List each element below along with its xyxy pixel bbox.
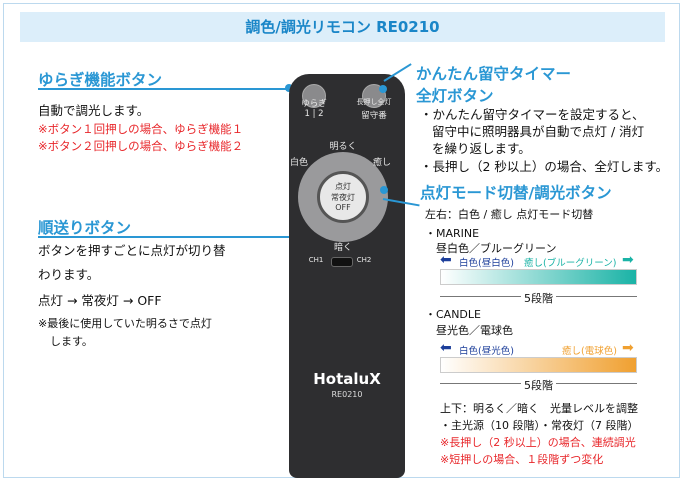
yuragi-button-label: ゆらぎ: [301, 99, 327, 109]
candle-right-text: 癒し(電球色): [562, 346, 617, 357]
mode-heading: 点灯モード切替/調光ボタン: [420, 184, 612, 202]
darker-label: 暗く: [333, 243, 352, 253]
yuragi-note-1: ※ボタン１回押しの場合、ゆらぎ機能１: [38, 122, 244, 136]
marine-left-arrow-icon: ⬅: [440, 252, 452, 268]
candle-gradient-bar: [440, 357, 637, 373]
yuragi-desc: 自動で調光します。: [38, 103, 150, 118]
timer-line-2: 留守中に照明器具が自動で点灯 / 消灯: [432, 124, 645, 139]
center-label-3: OFF: [335, 203, 351, 212]
remote-body: [289, 74, 405, 478]
sequence-heading: 順送りボタン: [38, 219, 132, 237]
candle-left-arrow-icon: ⬅: [440, 340, 452, 356]
rusu-button-label: 長押し全灯: [356, 98, 392, 106]
model-number: RE0210: [331, 390, 363, 399]
marine-gradient-bar: [440, 269, 637, 285]
candle-steps: 5段階: [521, 377, 556, 393]
marine-right-arrow-icon: ➡: [622, 252, 634, 268]
timer-heading-1: かんたん留守タイマー: [416, 65, 572, 83]
sequence-desc-1: ボタンを押すごとに点灯が切り替: [38, 243, 226, 258]
white-label: 白色: [290, 158, 309, 168]
candle-left-text: 白色(昼光色): [459, 346, 514, 357]
sequence-button[interactable]: [317, 171, 369, 223]
yuragi-button-sub: 1 | 2: [304, 109, 324, 119]
mode-levels: ・主光源（10 段階）・常夜灯（7 段階）: [440, 419, 639, 432]
center-label-2: 常夜灯: [331, 193, 355, 202]
iyashi-label: 癒し: [373, 158, 392, 168]
rusu-button-sub: 留守番: [361, 111, 387, 121]
timer-line-1: ・かんたん留守タイマーを設定すると、: [420, 107, 645, 122]
yuragi-leader-line: [38, 88, 288, 90]
mode-red-note-1: ※長押し（2 秒以上）の場合、連続調光: [440, 436, 636, 449]
ch2-label: CH2: [356, 256, 372, 264]
sequence-note-1: ※最後に使用していた明るさで点灯: [38, 317, 212, 330]
sequence-leader-line: [38, 236, 313, 238]
sequence-desc-2: わります。: [38, 267, 100, 282]
marine-label: ・MARINE: [425, 227, 480, 240]
yuragi-heading: ゆらぎ機能ボタン: [38, 71, 163, 89]
sequence-note-2: します。: [50, 335, 93, 348]
yuragi-button[interactable]: [302, 84, 326, 108]
ch1-label: CH1: [308, 256, 324, 264]
sequence-flow: 点灯 → 常夜灯 → OFF: [38, 293, 162, 308]
marine-steps: 5段階: [521, 290, 556, 306]
candle-label: ・CANDLE: [425, 308, 481, 321]
marine-desc: 昼白色／ブルーグリーン: [436, 242, 557, 255]
mode-leader-dot: [380, 186, 388, 194]
page-title: 調色/調光リモコン RE0210: [20, 12, 665, 42]
timer-leader-dot: [379, 85, 387, 93]
brighter-label: 明るく: [329, 142, 357, 152]
timer-heading-2: 全灯ボタン: [416, 87, 494, 105]
timer-line-3: を繰り返します。: [432, 141, 531, 156]
marine-left-text: 白色(昼白色): [459, 258, 514, 269]
yuragi-note-2: ※ボタン２回押しの場合、ゆらぎ機能２: [38, 139, 244, 153]
candle-right-arrow-icon: ➡: [622, 340, 634, 356]
mode-ud-desc: 上下：明るく／暗く 光量レベルを調整: [440, 402, 638, 415]
candle-desc: 昼光色／電球色: [436, 324, 513, 337]
channel-switch[interactable]: [331, 257, 353, 267]
timer-line-4: ・長押し（2 秒以上）の場合、全灯します。: [420, 159, 669, 174]
center-label-1: 点灯: [335, 182, 351, 191]
marine-right-text: 癒し(ブルーグリーン): [524, 258, 617, 269]
brand-logo: HotaluX: [313, 370, 381, 388]
mode-red-note-2: ※短押しの場合、１段階ずつ変化: [440, 453, 604, 466]
mode-lr-desc: 左右：白色 / 癒し 点灯モード切替: [425, 208, 594, 221]
